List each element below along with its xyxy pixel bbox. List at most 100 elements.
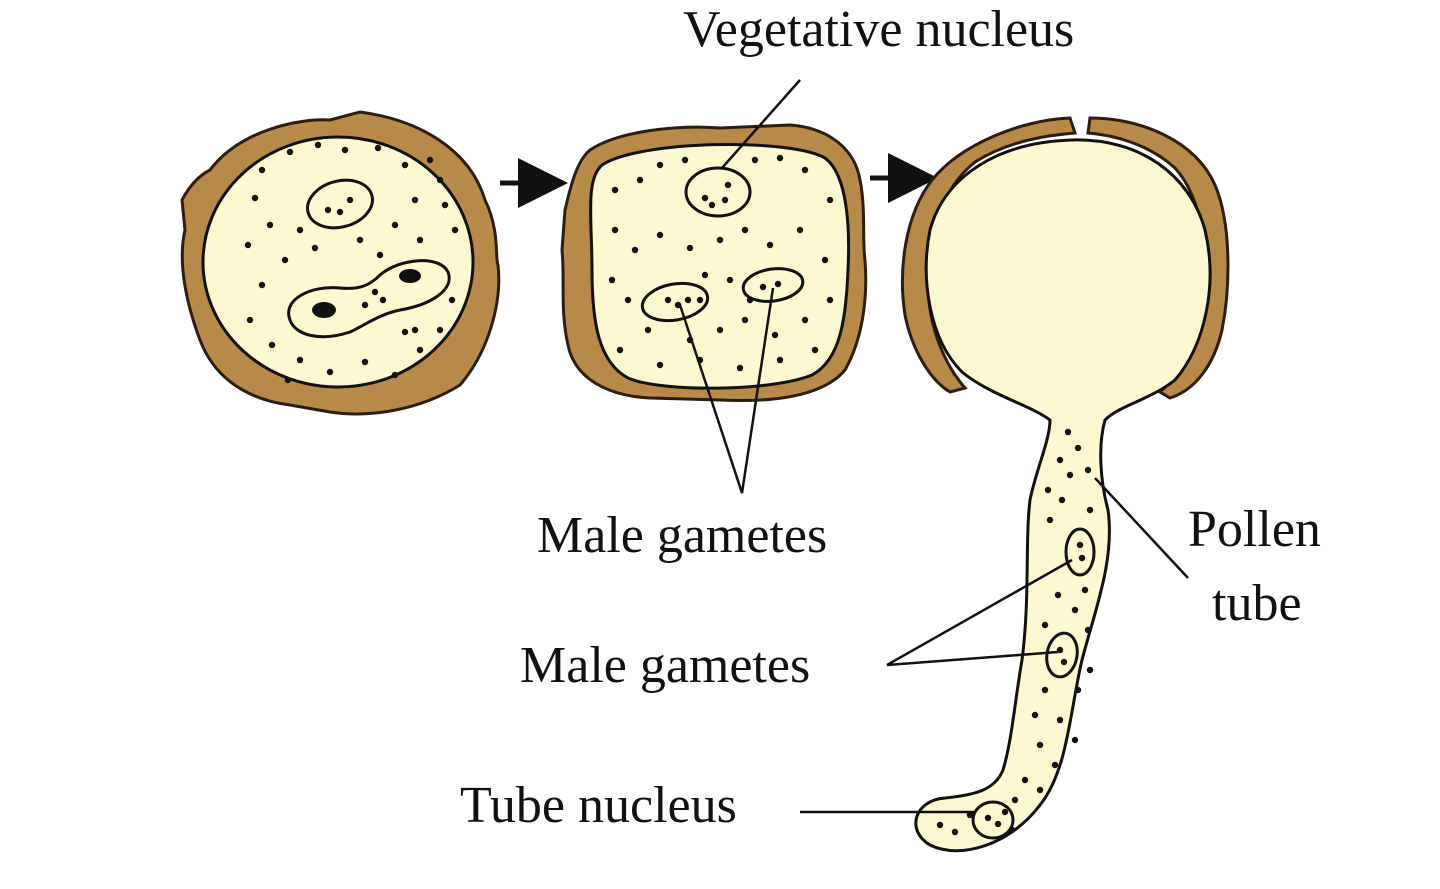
pollen-grain-stage-1 [180, 110, 501, 416]
granule-dot [796, 226, 804, 234]
granule-dot [1071, 606, 1079, 614]
label-pollen-tube-line2: tube [1212, 575, 1302, 632]
granule-dot [664, 296, 672, 304]
granule-dot [411, 326, 419, 334]
granule-dot [708, 201, 716, 209]
label-male-gametes-bottom: Male gametes [520, 637, 810, 694]
granule-dot [951, 828, 959, 836]
granule-dot [401, 161, 409, 169]
granule-dot [314, 141, 322, 149]
granule-dot [771, 331, 779, 339]
granule-dot [1058, 496, 1066, 504]
granule-dot [701, 271, 709, 279]
granule-dot [716, 236, 724, 244]
generative-cell-stage-1 [287, 259, 451, 339]
granule-dot [684, 296, 692, 304]
granule-dot [656, 161, 664, 169]
granule-dot [724, 181, 732, 189]
cytoplasm-stage-3 [914, 138, 1212, 853]
granule-dot [624, 296, 632, 304]
granule-dot [1031, 711, 1039, 719]
granule-dot [436, 326, 444, 334]
granule-dot [608, 276, 616, 284]
granule-dot [379, 296, 387, 304]
granule-dot [726, 276, 734, 284]
granule-dot [296, 226, 304, 234]
granule-dot [1081, 586, 1089, 594]
granule-dot [774, 280, 782, 288]
granule-dot [811, 346, 819, 354]
granule-dot [746, 296, 754, 304]
granule-dot [411, 196, 419, 204]
granule-dot [268, 341, 276, 349]
granule-dot [1051, 761, 1059, 769]
granule-dot [371, 288, 379, 296]
granule-dot [826, 296, 834, 304]
granule-dot [1078, 554, 1086, 562]
granule-dot [821, 256, 829, 264]
granule-dot [751, 156, 759, 164]
granule-dot [326, 368, 334, 376]
granule-dot [984, 814, 992, 822]
granule-dot [826, 196, 834, 204]
granule-dot [244, 241, 252, 249]
granule-dot [776, 154, 784, 162]
pollen-grain-stage-2 [560, 123, 868, 403]
leader-vegetative-nucleus [721, 79, 801, 169]
male-gamete-2-stage-2 [741, 267, 805, 303]
granule-dot [1041, 686, 1049, 694]
granule-dot [611, 186, 619, 194]
granule-dot [451, 226, 459, 234]
granule-dot [1086, 506, 1094, 514]
cytoplasm-stage-2 [589, 142, 851, 390]
label-male-gametes-top: Male gametes [537, 507, 827, 564]
generative-nucleus-body-2 [399, 269, 421, 283]
leader-male-gametes-bottom [886, 558, 1073, 667]
granule-dot [1044, 486, 1052, 494]
granule-dot [1046, 516, 1054, 524]
granule-dot [376, 251, 384, 259]
granule-dot [1001, 808, 1009, 816]
granule-dot [741, 226, 749, 234]
granule-dot [681, 156, 689, 164]
granule-dot [1060, 658, 1068, 666]
granule-dot [766, 241, 774, 249]
granule-dot [801, 316, 809, 324]
granule-dot [426, 156, 434, 164]
granule-dot [616, 346, 624, 354]
granule-dot [391, 371, 399, 379]
granule-dot [296, 356, 304, 364]
label-vegetative-nucleus: Vegetative nucleus [683, 1, 1074, 58]
granule-dot [246, 316, 254, 324]
granule-dot [1074, 444, 1082, 452]
granule-dot [1021, 776, 1029, 784]
granule-dot [1066, 471, 1074, 479]
granule-dot [286, 148, 294, 156]
granule-dot [391, 221, 399, 229]
granule-dot [1084, 626, 1092, 634]
pollen-grain-stage-3 [900, 116, 1230, 853]
granule-dot [696, 296, 704, 304]
granule-dot [721, 196, 729, 204]
granule-dot [311, 244, 319, 252]
granule-dot [251, 194, 259, 202]
male-gamete-1-in-tube [1064, 527, 1096, 577]
granule-dot [716, 326, 724, 334]
granule-dot [416, 236, 424, 244]
granule-dot [1036, 786, 1044, 794]
tube-nucleus-in-tube [971, 800, 1015, 840]
granule-dot [1036, 741, 1044, 749]
cytoplasm-stage-1 [201, 135, 475, 389]
granule-dot [1084, 466, 1092, 474]
generative-nucleus-body-1 [312, 302, 336, 318]
granule-dot [686, 244, 694, 252]
granule-dot [656, 361, 664, 369]
vegetative-nucleus-stage-2 [684, 166, 752, 218]
granule-dot [776, 356, 784, 364]
granule-dot [1056, 456, 1064, 464]
granule-dot [741, 316, 749, 324]
leader-pollen-tube [1094, 477, 1189, 579]
granule-dot [258, 166, 266, 174]
granule-dot [611, 226, 619, 234]
